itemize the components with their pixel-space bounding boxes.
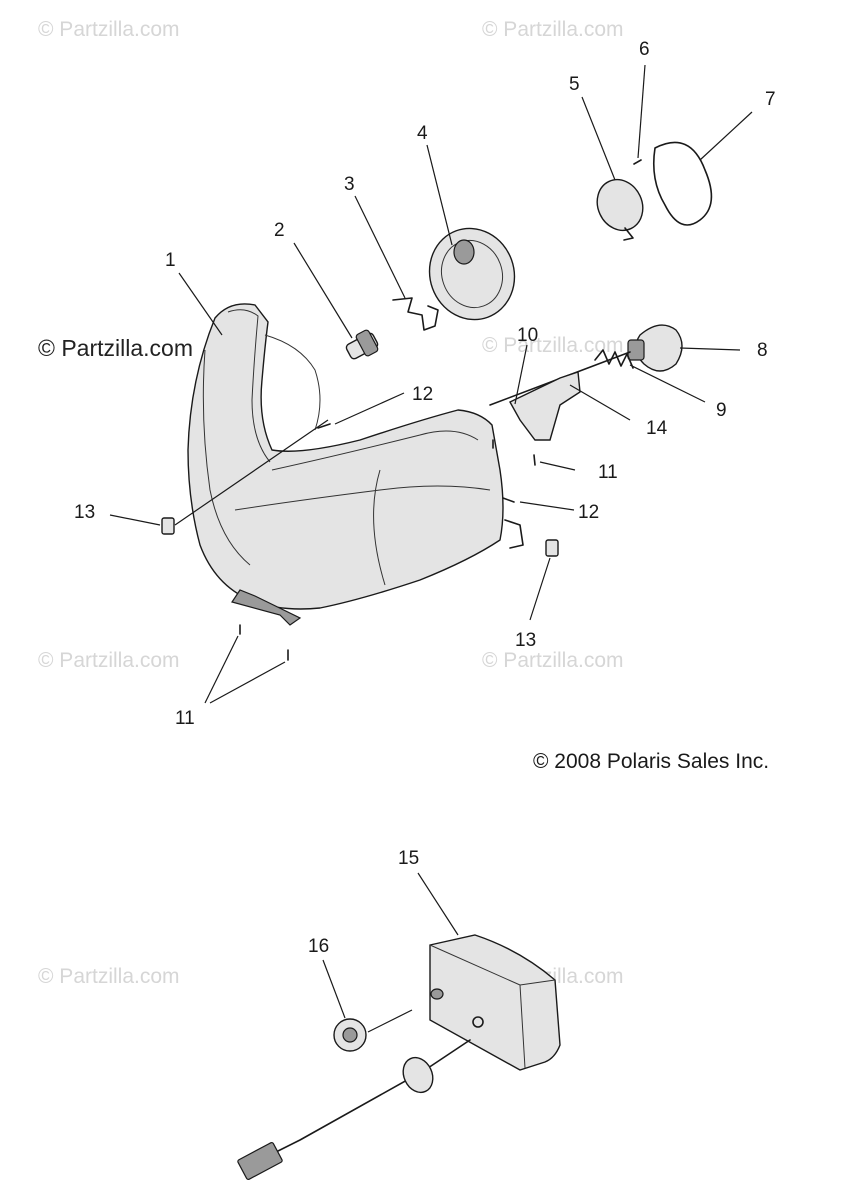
callout-4: 4	[417, 123, 428, 144]
bulb-part-2	[345, 329, 379, 360]
callout-16: 16	[308, 936, 329, 957]
dome-cap-part-5	[596, 178, 644, 241]
callout-11-right: 11	[598, 462, 618, 483]
watermark-lower-right: © Partzilla.com	[482, 649, 624, 672]
mounting-bracket-part-10	[509, 371, 581, 441]
callout-11-bottom: 11	[175, 708, 195, 729]
watermark-top-left: © Partzilla.com	[38, 18, 180, 41]
fastener-screws	[239, 423, 536, 661]
reflector-part-4	[428, 227, 516, 321]
callout-9: 9	[716, 400, 727, 421]
callout-8: 8	[757, 340, 768, 361]
callout-5: 5	[569, 74, 580, 95]
headlight-housing	[187, 303, 524, 626]
callout-15: 15	[398, 848, 419, 869]
callout-2: 2	[274, 220, 285, 241]
watermark-top-right: © Partzilla.com	[482, 18, 624, 41]
screw-part-6	[633, 159, 642, 165]
copyright-notice: © 2008 Polaris Sales Inc.	[533, 750, 769, 773]
watermark-lower-left: © Partzilla.com	[38, 649, 180, 672]
callout-7: 7	[765, 89, 776, 110]
callout-12-upper: 12	[412, 384, 433, 405]
callout-13-right: 13	[515, 630, 536, 651]
watermark-mid-right: © Partzilla.com	[482, 334, 624, 357]
adjuster-knob-part-8	[627, 324, 683, 372]
clip-part-13-right	[545, 539, 559, 557]
spring-clip-part-3	[392, 297, 439, 331]
wire-harness	[237, 1039, 471, 1180]
callout-10: 10	[517, 325, 538, 346]
callout-14: 14	[646, 418, 668, 439]
control-module-part-15	[429, 934, 561, 1071]
clip-part-13-left	[161, 517, 175, 535]
leader-lines	[109, 64, 753, 1033]
grommet-part-16	[333, 1018, 367, 1052]
gasket-part-7	[652, 141, 713, 226]
callout-numbers: 1 2 3 4 5 6 7 8 9 10 14 12 11 12 13 13 1…	[74, 39, 776, 957]
callout-13-left: 13	[74, 502, 95, 523]
callout-1: 1	[165, 250, 176, 271]
watermark-mid-left: © Partzilla.com	[38, 335, 193, 361]
callout-6: 6	[639, 39, 650, 60]
callout-3: 3	[344, 174, 355, 195]
watermark-bottom-left: © Partzilla.com	[38, 965, 180, 988]
callout-12-lower: 12	[578, 502, 599, 523]
